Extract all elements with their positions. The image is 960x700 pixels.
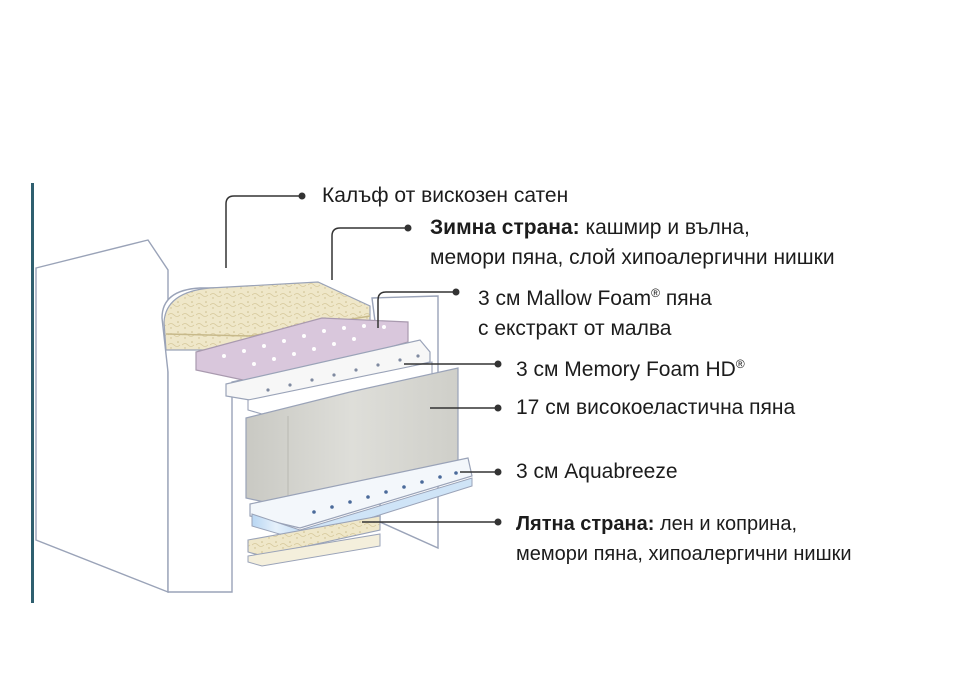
leader-winter bbox=[331, 227, 408, 280]
label-hr-foam: 17 см високоеластична пяна bbox=[516, 396, 796, 419]
label-winter-side: Зимна страна: кашмир и вълна, мемори пян… bbox=[430, 216, 835, 269]
label-summer-title: Лятна страна: bbox=[516, 513, 655, 535]
label-mallow-foam: 3 см Mallow Foam® пяна с екстракт от мал… bbox=[478, 286, 712, 340]
leader-dots bbox=[298, 192, 502, 526]
aquabreeze-dots bbox=[312, 471, 458, 514]
leader-cover bbox=[225, 195, 302, 268]
label-winter-line2: мемори пяна, слой хипоалергични нишки bbox=[430, 246, 835, 269]
label-memory-foam: 3 см Memory Foam HD® bbox=[516, 357, 745, 381]
summer-side-layer bbox=[247, 515, 381, 557]
memory-foam-dots bbox=[266, 354, 420, 392]
label-summer-side: Лятна страна: лен и коприна, мемори пяна… bbox=[516, 513, 852, 565]
label-aquabreeze: 3 см Aquabreeze bbox=[516, 460, 678, 483]
label-mallow-line2: с екстракт от малва bbox=[478, 317, 672, 340]
cover-panel bbox=[35, 239, 169, 594]
mallow-foam-dots bbox=[222, 324, 386, 366]
leader-mallow bbox=[377, 291, 456, 328]
label-summer-line2: мемори пяна, хипоалергични нишки bbox=[516, 543, 852, 565]
accent-bar bbox=[31, 183, 34, 603]
mallow-foam-layer bbox=[195, 317, 409, 385]
leader-lines bbox=[225, 195, 498, 523]
summer-side-bottom bbox=[247, 533, 381, 567]
label-cover: Калъф от вискозен сатен bbox=[322, 184, 569, 207]
label-winter-title: Зимна страна: bbox=[430, 216, 580, 239]
aquabreeze-layer bbox=[249, 457, 473, 529]
